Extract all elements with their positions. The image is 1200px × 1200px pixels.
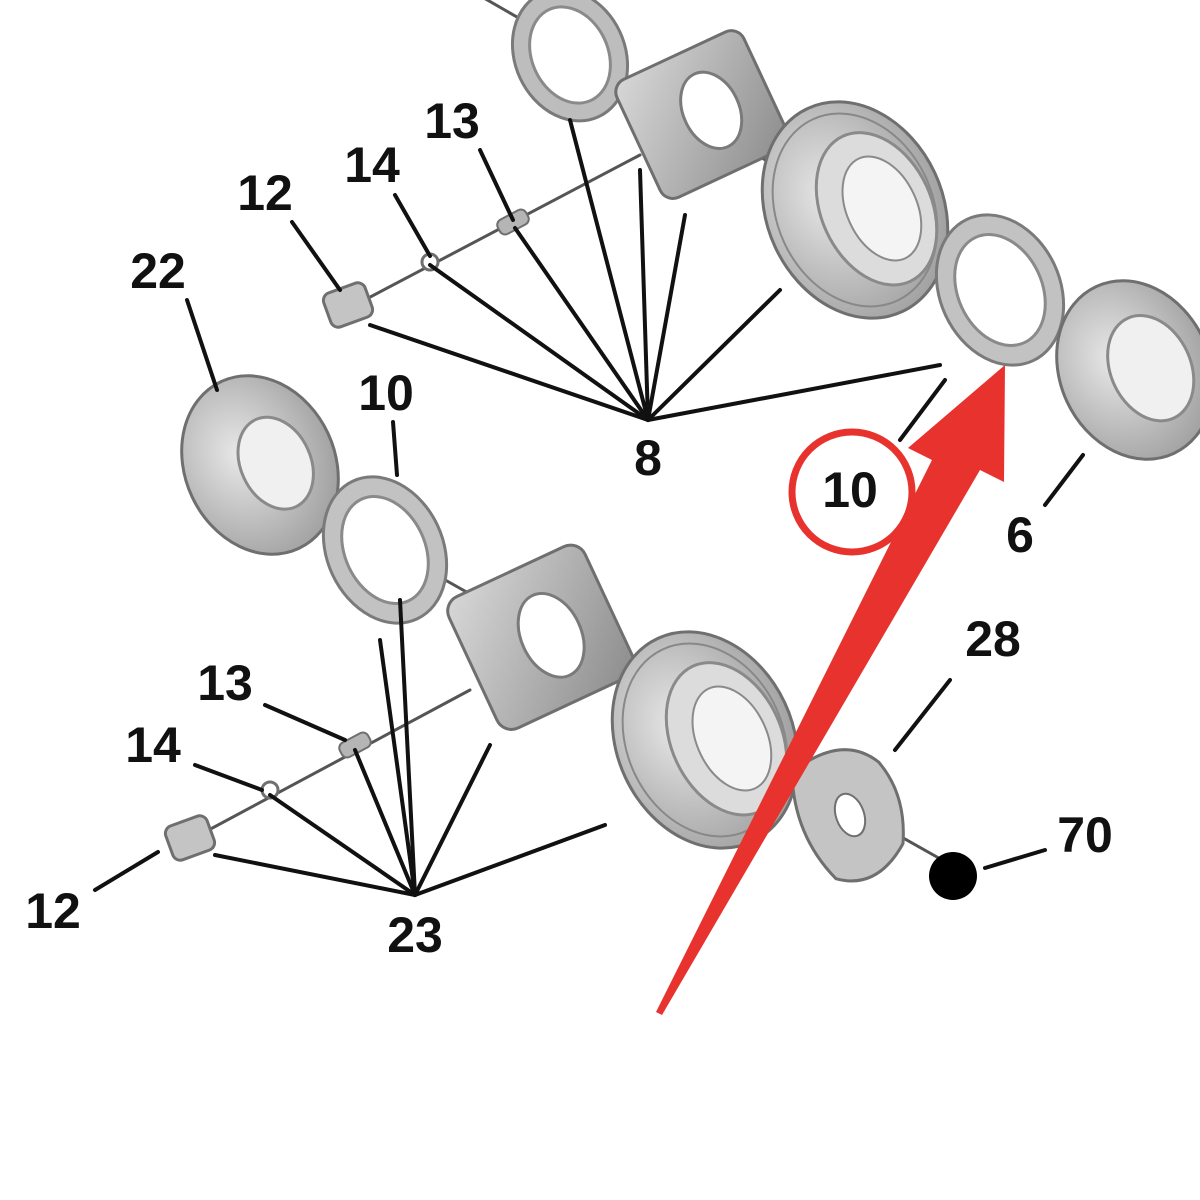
callout-12-bottom: 12 [25, 883, 81, 939]
callout-14-bottom: 14 [125, 717, 181, 773]
upper-sleeve-hub [614, 29, 790, 200]
lower-sleeve-hub [446, 543, 636, 731]
callout-12-top: 12 [237, 165, 293, 221]
callout-22: 22 [130, 243, 186, 299]
upper-pin-axis [353, 153, 642, 307]
gear-part-6 [1055, 279, 1200, 461]
callout-8: 8 [634, 430, 662, 486]
callout-23: 23 [387, 907, 443, 963]
lower-pin-axis [188, 688, 472, 842]
callout-13-bottom: 13 [197, 655, 253, 711]
part-70-dot [929, 852, 977, 900]
thrust-washer-part-28 [790, 748, 905, 883]
upper-synchro-ring-top [510, 0, 630, 123]
callout-13-top: 13 [424, 93, 480, 149]
highlight-circle [788, 428, 916, 556]
callout-10-left: 10 [358, 365, 414, 421]
synchro-ring-highlighted [934, 213, 1066, 367]
lower-detent-pad [163, 814, 217, 862]
leader-lines [93, 118, 1085, 897]
callout-10-highlighted: 10 [822, 462, 878, 518]
upper-gear-large [760, 100, 950, 320]
lower-gear-large [610, 630, 800, 850]
lower-synchro-ring [321, 475, 449, 625]
upper-detent-pad [321, 281, 375, 329]
lower-detent-spring [338, 731, 372, 759]
callout-28: 28 [965, 611, 1021, 667]
gear-part-22 [180, 374, 340, 556]
highlight-arrow [656, 365, 1005, 1015]
callout-6: 6 [1006, 507, 1034, 563]
callout-70: 70 [1057, 807, 1113, 863]
callout-14-top: 14 [344, 137, 400, 193]
